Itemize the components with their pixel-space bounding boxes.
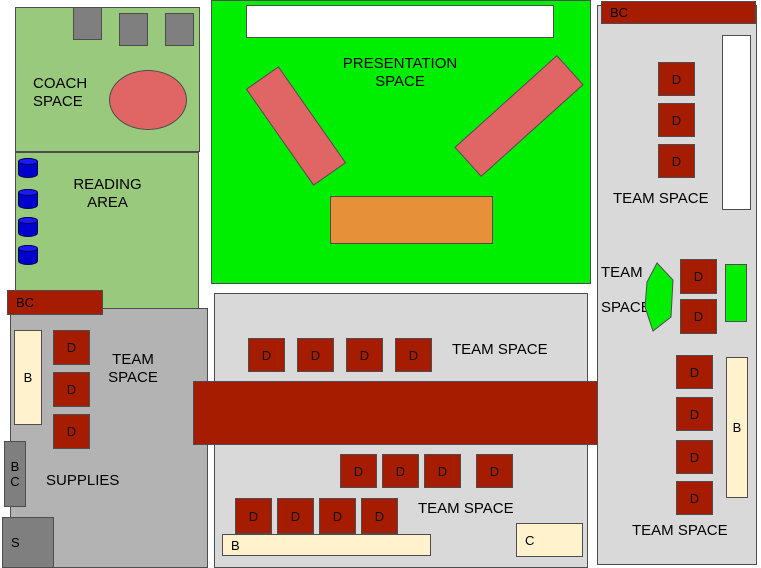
desk: D: [297, 338, 334, 372]
desk: D: [346, 338, 383, 372]
desk: D: [340, 454, 377, 488]
desk: D: [382, 454, 419, 488]
hexagon-table: [644, 262, 674, 332]
coach-chair: [165, 13, 194, 46]
desk: D: [248, 338, 285, 372]
desk: D: [658, 144, 695, 178]
desk: D: [53, 372, 90, 407]
green-panel: [725, 264, 747, 322]
desk: D: [361, 498, 398, 534]
c-marker: C: [516, 523, 583, 557]
b-marker-bottom: B: [222, 534, 431, 556]
bc-marker-right: BC: [601, 1, 756, 24]
desk: D: [680, 299, 717, 334]
desk: D: [676, 481, 713, 515]
whiteboard-right: [722, 35, 751, 210]
desk: D: [658, 103, 695, 137]
reading-seat: [18, 189, 38, 209]
presentation-space-label: PRESENTATION SPACE: [342, 55, 458, 90]
desk: D: [319, 498, 356, 534]
reading-area-label: READING AREA: [73, 176, 142, 211]
team-space-middle-bottom-label: TEAM SPACE: [418, 500, 514, 517]
reading-seat: [18, 245, 38, 265]
team-space-middle-top-label: TEAM SPACE: [452, 341, 548, 358]
b-marker-right: B: [726, 357, 748, 498]
presentation-space-zone: [211, 0, 591, 284]
desk: D: [658, 62, 695, 96]
desk: D: [424, 454, 461, 488]
coach-chair: [73, 7, 102, 40]
reading-seat: [18, 158, 38, 178]
desk: D: [53, 414, 90, 449]
coach-chair: [119, 13, 148, 46]
long-counter: [193, 381, 630, 445]
desk: D: [277, 498, 314, 534]
desk: D: [395, 338, 432, 372]
team-label-right: TEAM: [601, 264, 643, 281]
supplies-label: SUPPLIES: [46, 472, 120, 489]
presentation-screen: [246, 5, 554, 38]
coach-round-table: [109, 70, 187, 130]
desk: D: [53, 330, 90, 365]
s-marker: S: [2, 517, 54, 568]
desk: D: [676, 397, 713, 431]
team-space-right-top-label: TEAM SPACE: [613, 190, 709, 207]
desk: D: [476, 454, 513, 488]
desk: D: [680, 259, 717, 294]
coach-space-label: COACH SPACE: [33, 75, 88, 110]
desk: D: [235, 498, 272, 534]
team-space-right-bottom-label: TEAM SPACE: [632, 522, 728, 539]
b-marker-left: B: [14, 330, 42, 425]
presentation-table-orange: [330, 196, 493, 244]
reading-seat: [18, 217, 38, 237]
desk: D: [676, 440, 713, 474]
reading-area-zone: [15, 152, 199, 309]
bc-vertical-marker: B C: [4, 441, 26, 507]
desk: D: [676, 355, 713, 389]
team-space-left-label: TEAM SPACE: [108, 351, 158, 386]
space-label-right: SPACE: [601, 299, 651, 316]
bc-marker-left: BC: [7, 290, 103, 315]
